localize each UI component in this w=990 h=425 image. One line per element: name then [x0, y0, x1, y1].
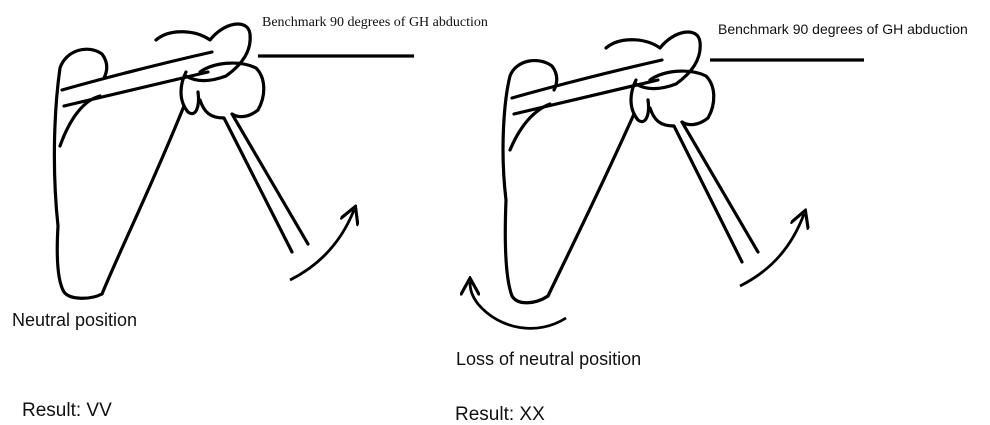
right-humerus-shaft	[650, 108, 758, 262]
left-humerus-shaft	[200, 100, 308, 252]
right-scapula-outline	[503, 61, 634, 303]
neutral-position-label: Neutral position	[12, 311, 137, 329]
left-rotation-arrow	[290, 210, 354, 280]
right-rotation-arrow	[740, 214, 804, 286]
loss-of-neutral-position-label: Loss of neutral position	[456, 350, 641, 368]
benchmark-label-left: Benchmark 90 degrees of GH abduction	[262, 16, 488, 30]
left-shoulder-drawing	[54, 24, 308, 298]
benchmark-label-right: Benchmark 90 degrees of GH abduction	[718, 22, 968, 36]
result-label-right: Result: XX	[455, 405, 545, 424]
result-label-left: Result: VV	[22, 401, 112, 420]
right-shoulder-drawing	[503, 32, 758, 303]
